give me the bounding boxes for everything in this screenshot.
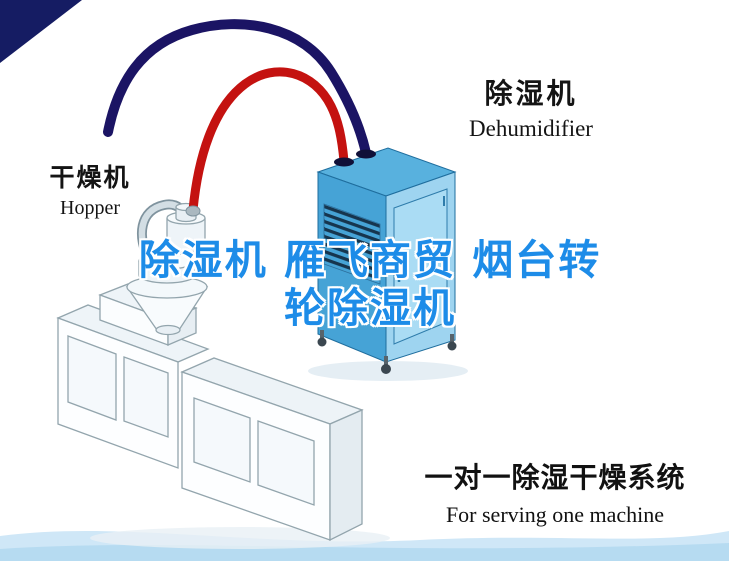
watermark-line-2: 轮除湿机: [284, 284, 456, 333]
caster-fork: [450, 334, 454, 342]
machine-door-panel: [193, 397, 251, 483]
dehumidifier-label: 除湿机 Dehumidifier: [428, 72, 634, 142]
dehumidifier-label-en: Dehumidifier: [469, 116, 593, 141]
caster-wheel: [317, 337, 327, 347]
machine-door-panel: [257, 420, 315, 506]
caption-en: For serving one machine: [445, 502, 665, 527]
caster-wheels: [317, 330, 457, 374]
watermark-text: 除湿机 雁飞商贸 烟台转 轮除湿机: [80, 236, 660, 333]
caster-fork: [384, 356, 388, 365]
corner-accent-triangle: [0, 0, 82, 63]
indicator-light: [328, 291, 334, 297]
caster-wheel: [447, 341, 457, 351]
caption-zh: 一对一除湿干燥系统: [424, 461, 686, 494]
machine-door-panel: [123, 356, 169, 438]
vent-grille: [323, 203, 381, 285]
supply-air-hose-red: [188, 67, 349, 215]
loader-body: [166, 218, 206, 253]
hopper-cone-outlet: [155, 324, 181, 336]
hose-flange-left: [334, 157, 354, 167]
hopper-lid-top: [138, 252, 196, 270]
molding-machine: [56, 283, 364, 542]
return-air-hose-navy: [103, 19, 371, 158]
hose-flange-right: [356, 149, 376, 159]
hopper-label: 干燥机 Hopper: [26, 158, 154, 220]
machine-right-end-face: [329, 409, 363, 542]
dehumidifier-label-zh: 除湿机: [484, 77, 578, 110]
hopper-dryer: [125, 199, 209, 336]
hose-flange-loader: [185, 205, 201, 217]
hopper-label-en: Hopper: [60, 197, 120, 219]
hopper-label-zh: 干燥机: [49, 163, 131, 192]
dehumidifier-unit: [316, 147, 457, 374]
caster-wheel: [381, 364, 391, 374]
watermark-line-1: 除湿机 雁飞商贸 烟台转: [138, 236, 602, 284]
caster-fork: [320, 330, 324, 338]
side-door-panel: [393, 188, 448, 345]
caption-block: 一对一除湿干燥系统 For serving one machine: [402, 456, 708, 528]
machine-door-panel: [67, 335, 117, 421]
